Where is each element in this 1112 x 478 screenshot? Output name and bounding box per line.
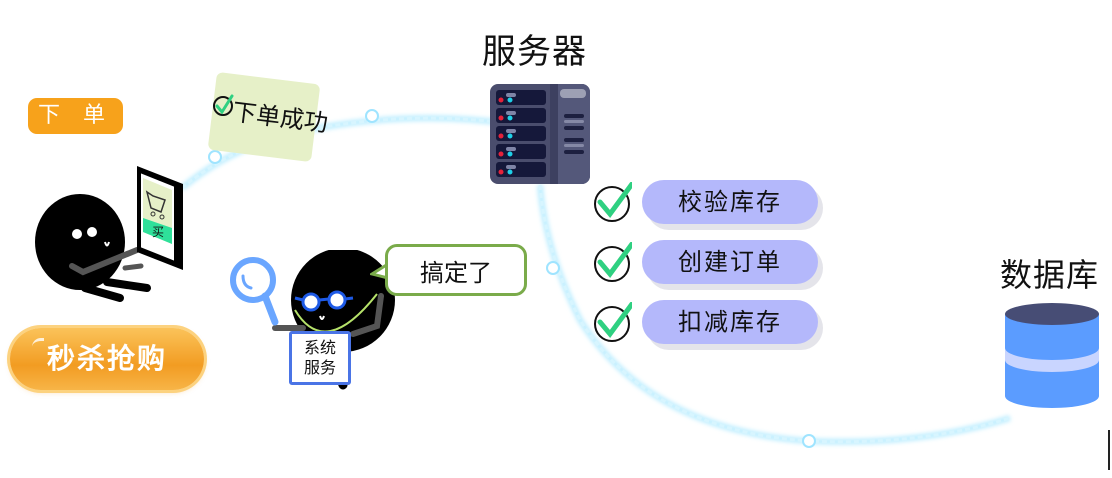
place-order-tag: 下 单 (28, 98, 123, 134)
server-icon (490, 84, 590, 184)
flow-node (365, 109, 379, 123)
database-label: 数据库 (1000, 256, 1100, 294)
server-label: 服务器 (482, 32, 587, 72)
flash-sale-button[interactable]: 秒杀抢购 (10, 328, 204, 390)
flow-node (208, 150, 222, 164)
check-circle-icon (213, 94, 234, 116)
step-pill-verify-stock: 校验库存 (642, 180, 818, 224)
flow-path-phone-to-server (180, 115, 521, 191)
user-body (35, 194, 125, 290)
phone-buy-label: 买 (152, 225, 164, 239)
badge-line-1: 系统 (303, 338, 336, 357)
check-icon (594, 242, 632, 282)
step-pill-create-order: 创建订单 (642, 240, 818, 284)
flow-node (546, 261, 560, 275)
phone-icon: 买 (137, 166, 183, 270)
check-icon (594, 302, 632, 342)
edge-divider (1108, 430, 1110, 470)
flow-node (802, 434, 816, 448)
database-icon (1005, 303, 1099, 408)
check-icon (594, 182, 632, 222)
speech-bubble: 搞定了 (385, 244, 527, 296)
step-pill-deduct-stock: 扣减库存 (642, 300, 818, 344)
user-character-illustration: 买 (35, 166, 183, 302)
badge-line-2: 服务 (303, 358, 336, 377)
magnifier-icon (230, 257, 279, 326)
system-service-badge: 系统 服务 (289, 331, 351, 385)
speech-bubble-tail (370, 262, 389, 280)
